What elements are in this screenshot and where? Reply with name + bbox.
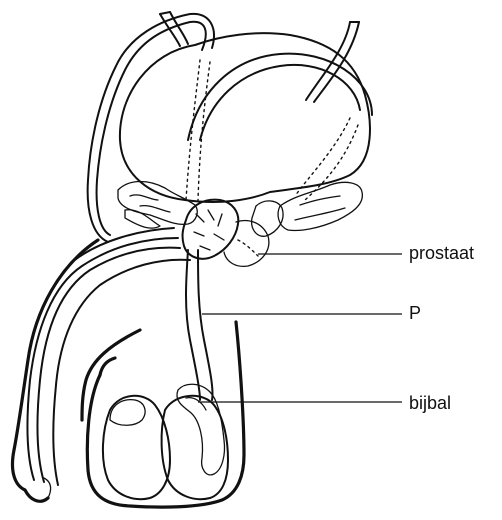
vas-deferens-right: [188, 54, 372, 140]
epididymis: [110, 384, 225, 475]
vas-deferens-left: [88, 12, 214, 242]
urethra: [27, 228, 190, 485]
seminal-vesicles: [118, 182, 362, 237]
testes: [103, 396, 228, 499]
bladder: [120, 33, 370, 202]
label-prostaat: prostaat: [409, 244, 474, 262]
label-bijbal: bijbal: [409, 394, 451, 412]
spermatic-duct: [186, 250, 213, 400]
label-p: P: [409, 304, 421, 322]
